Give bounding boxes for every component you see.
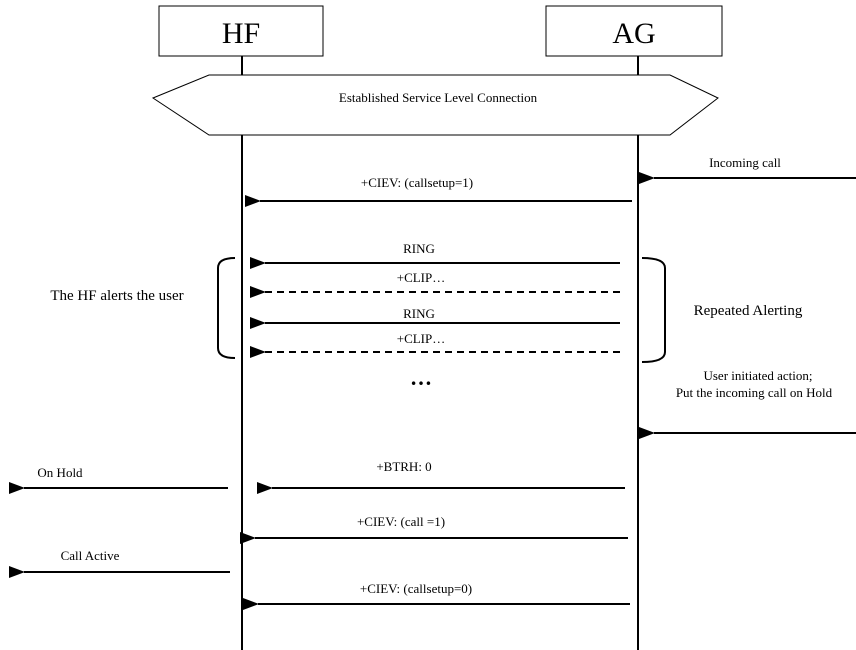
msg-clip2-label: +CLIP… <box>397 331 446 346</box>
msg-ciev-call1-label: +CIEV: (call =1) <box>357 514 445 529</box>
msg-clip1-label: +CLIP… <box>397 270 446 285</box>
msg-ring2-label: RING <box>403 306 435 321</box>
ag-label: AG <box>612 17 655 50</box>
incoming-call-label: Incoming call <box>709 155 781 170</box>
hf-label: HF <box>222 17 260 50</box>
call-active-label: Call Active <box>61 548 120 563</box>
ellipsis: … <box>410 365 432 390</box>
hf-alert-brace <box>217 257 236 359</box>
ag-box <box>545 5 723 57</box>
user-action-line2: Put the incoming call on Hold <box>676 385 833 400</box>
hf-alerts-label: The HF alerts the user <box>50 288 183 304</box>
repeated-alerting-label: Repeated Alerting <box>694 303 803 319</box>
slc-banner-text: Established Service Level Connection <box>339 90 538 105</box>
msg-btrh-label: +BTRH: 0 <box>376 459 431 474</box>
msg-ring1-label: RING <box>403 241 435 256</box>
msg-ciev-callsetup0-label: +CIEV: (callsetup=0) <box>360 581 472 596</box>
slc-banner-shape <box>151 74 719 136</box>
on-hold-label: On Hold <box>37 465 83 480</box>
hf-box <box>158 5 324 57</box>
user-action-line1: User initiated action; <box>703 368 812 383</box>
repeated-alert-brace <box>641 257 666 363</box>
msg-ciev-callsetup1-label: +CIEV: (callsetup=1) <box>361 175 473 190</box>
